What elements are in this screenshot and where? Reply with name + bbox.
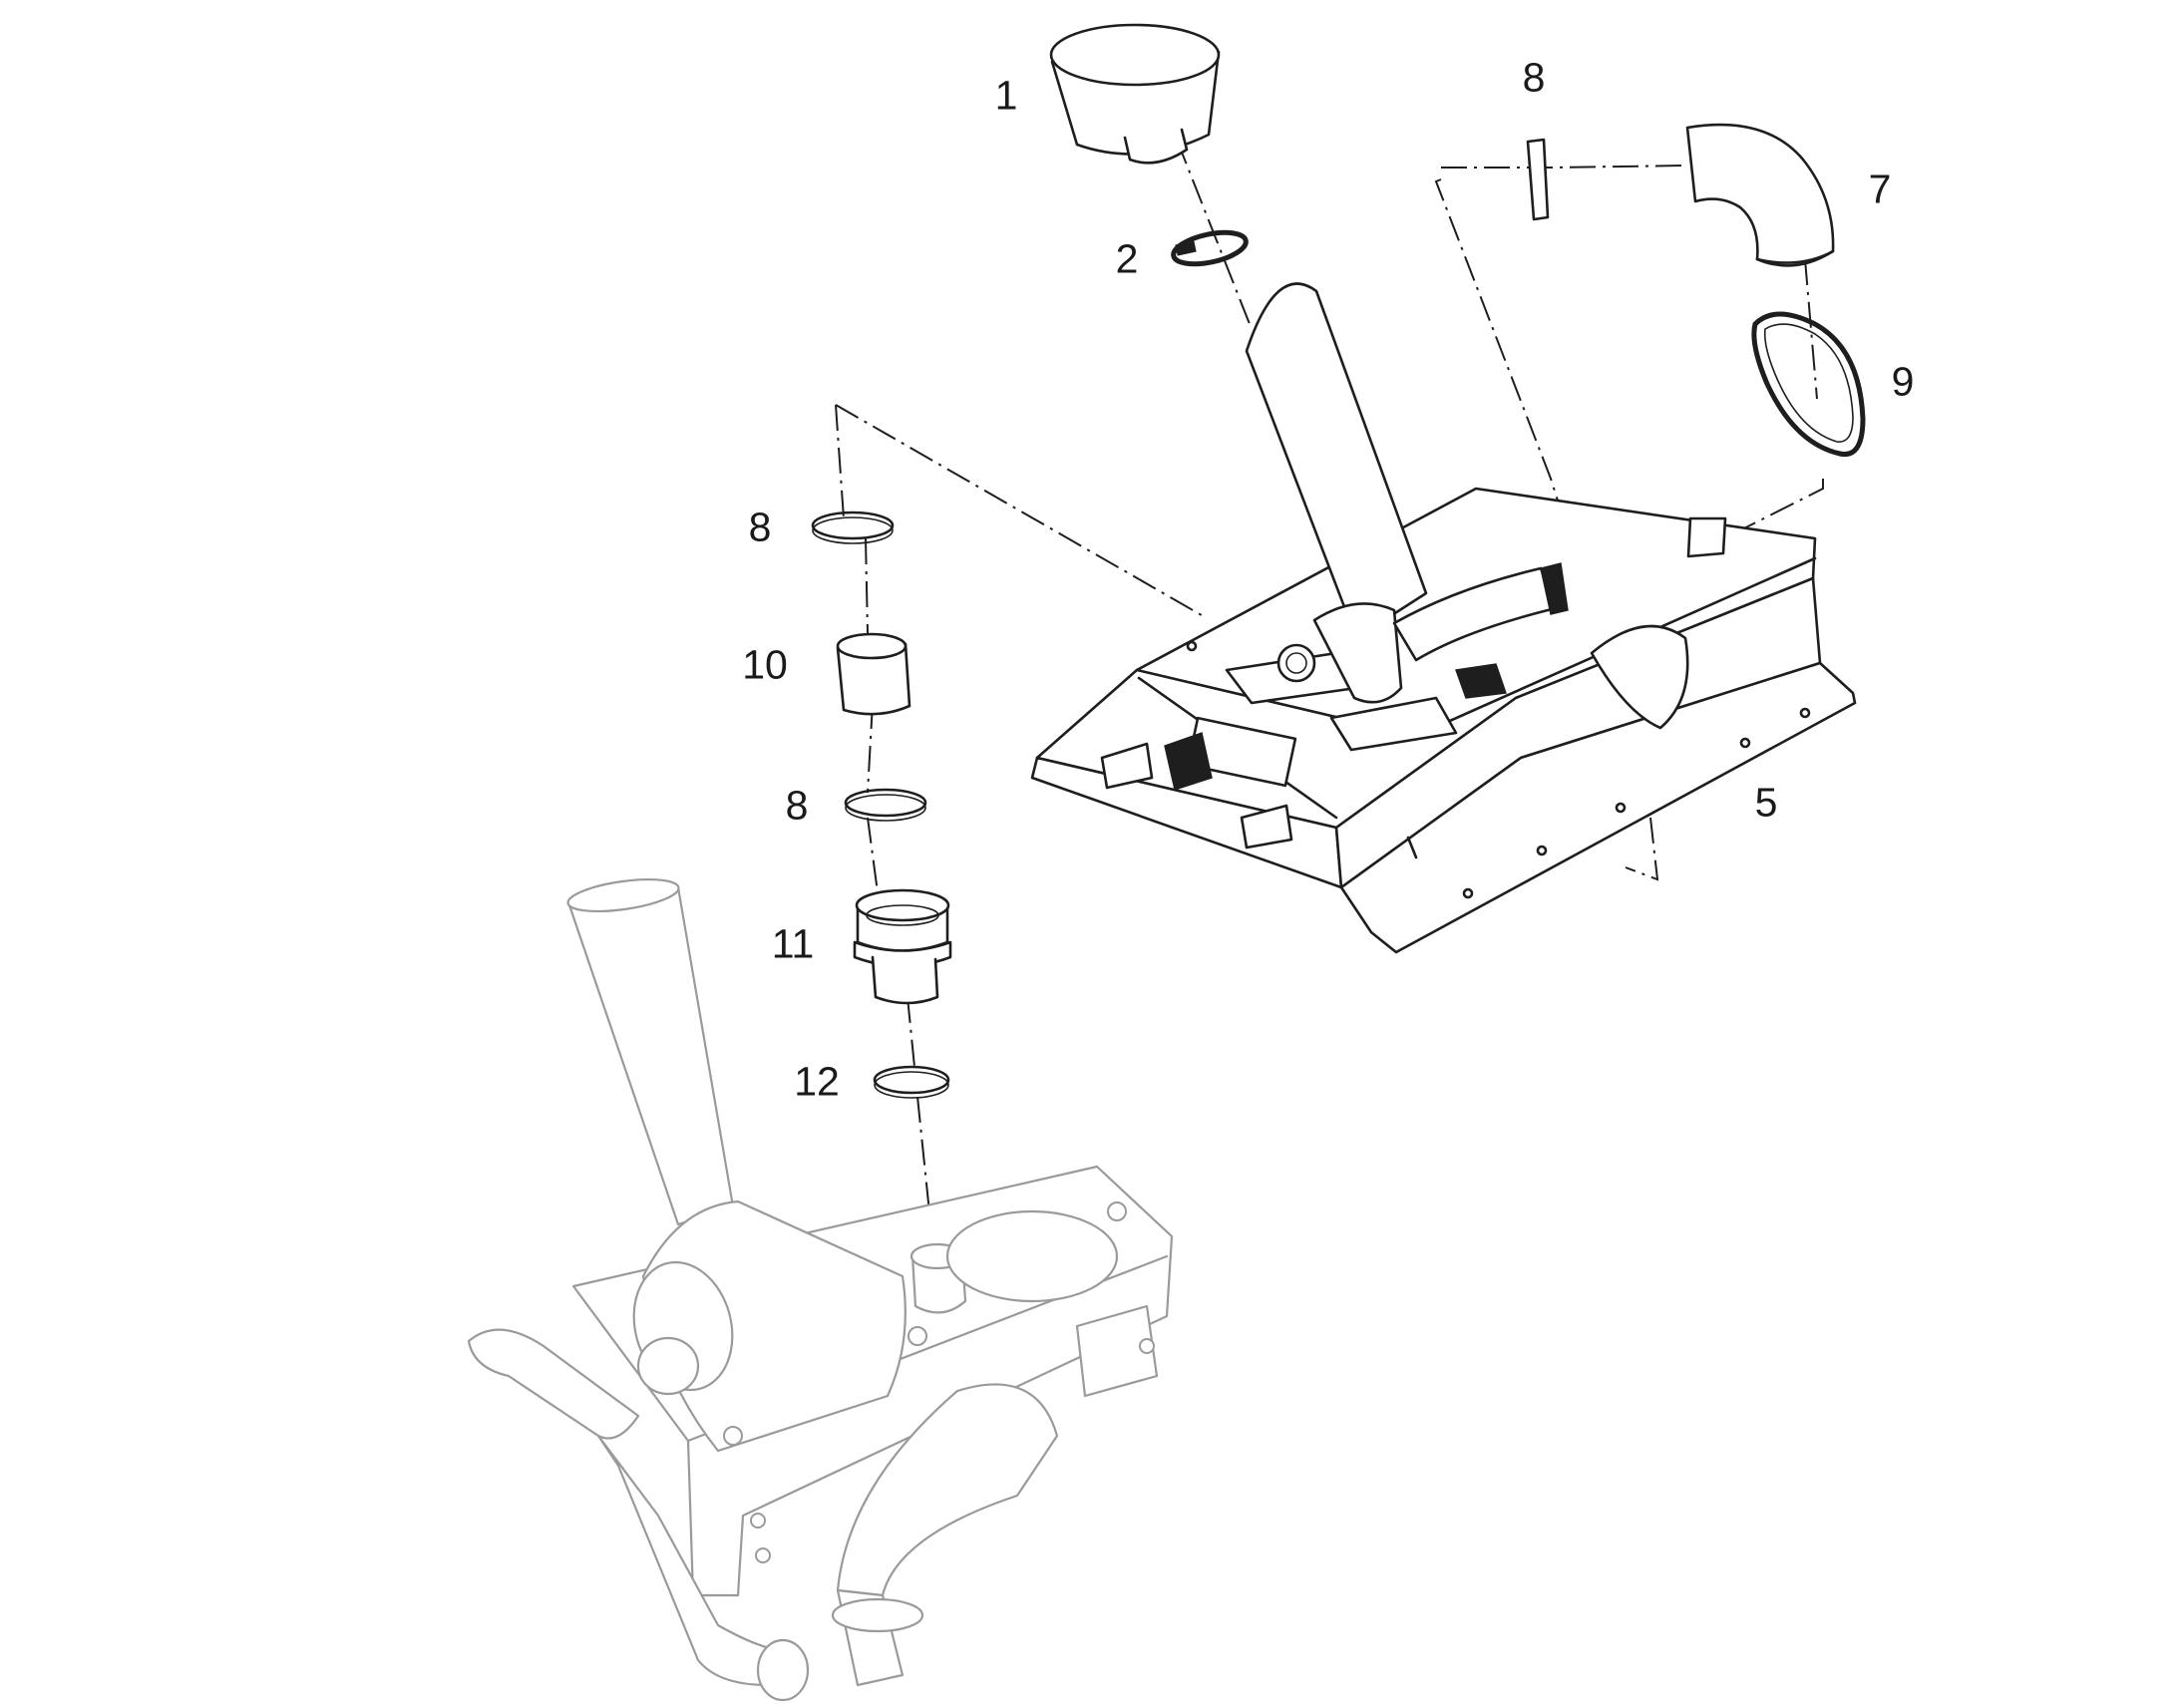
leader-clamp-to-coupling	[865, 537, 869, 634]
leader-coupling-to-clamp	[867, 702, 874, 794]
elbow-body	[1685, 123, 1835, 264]
ghost-turbo-housing	[945, 1209, 1119, 1303]
clamp-12	[873, 1065, 950, 1099]
hood-access-plate	[1329, 696, 1458, 752]
leader-stack-vertical-top	[835, 404, 845, 519]
ghost-exhaust-pipe-top	[566, 877, 680, 913]
ghost-muffler-port	[636, 1336, 700, 1396]
intake-pipe	[1245, 282, 1428, 640]
ghost-left-flange	[756, 1638, 810, 1702]
clamp-ring-inner	[845, 794, 926, 822]
callout-8-middle: 8	[785, 782, 809, 829]
hood-grille-small	[1455, 663, 1507, 699]
ghost-exhaust-pipe	[566, 885, 735, 1226]
ghost-bolt-4	[1139, 1338, 1155, 1354]
hood-vent-grille	[1164, 732, 1213, 791]
ghost-bolt-3	[723, 1426, 743, 1446]
elbow-hose-7	[1685, 123, 1835, 267]
hood-bolt-5	[1615, 802, 1627, 814]
leader-clamp-to-reducer	[867, 817, 879, 893]
cap-neck	[1123, 128, 1189, 165]
callout-5: 5	[1754, 779, 1778, 826]
clamp-ring-outer	[873, 1065, 950, 1095]
air-intake-cap	[1049, 23, 1221, 165]
ghost-lower-hose-clamp	[831, 1597, 924, 1633]
clamp-8-upper	[811, 511, 895, 544]
clamp-screw	[1175, 240, 1197, 256]
ghost-bolt-1	[1107, 1201, 1127, 1221]
hood-exhaust-outlet	[1590, 624, 1689, 730]
hood-bolt-6	[1739, 737, 1751, 749]
callout-12: 12	[794, 1058, 840, 1105]
elbow-end	[1755, 249, 1835, 267]
engine-assembly-ghost	[467, 877, 1174, 1702]
clamp-8-middle	[844, 788, 927, 822]
coupling-hose-10	[836, 632, 911, 716]
reducer-lower	[871, 955, 939, 1005]
hood-tab-right	[1686, 516, 1727, 558]
hood-flange	[1339, 661, 1857, 954]
hood-filler-cap	[1276, 643, 1316, 683]
ghost-lower-hose	[836, 1383, 1059, 1597]
hood-bolt-7	[1799, 707, 1811, 719]
clamp-ring-outer	[811, 511, 895, 540]
callout-10: 10	[742, 641, 788, 688]
hood-duct-filter	[1540, 562, 1569, 615]
gasket-inner	[1763, 323, 1854, 443]
ghost-left-tube	[467, 1328, 640, 1440]
clamp-band	[1171, 229, 1249, 267]
callout-8-upper: 8	[748, 504, 772, 550]
callout-9: 9	[1891, 358, 1915, 405]
hood-bolt-3	[1462, 887, 1474, 899]
gasket-9	[1751, 311, 1866, 458]
ghost-bolt-6	[755, 1547, 771, 1563]
callout-1: 1	[994, 72, 1018, 119]
clamp-edge	[1526, 138, 1550, 221]
hood-filler-cap-inner	[1285, 652, 1307, 674]
gasket-outer	[1751, 311, 1866, 458]
callout-7: 7	[1868, 166, 1892, 212]
clamp-ring-inner	[874, 1071, 949, 1099]
coupling-top	[836, 632, 908, 660]
clamp-ring-inner	[812, 516, 894, 544]
reducer-lip	[866, 904, 939, 926]
leader-clamp8-to-hood	[1434, 178, 1587, 589]
hose-clamp-2	[1171, 229, 1249, 267]
leader-elbow-to-gasket	[1804, 258, 1818, 400]
callout-2: 2	[1115, 235, 1139, 282]
coupling-body	[836, 642, 911, 716]
engine-hood-panel-5	[1030, 282, 1857, 954]
leader-clamp8-to-elbow	[1441, 165, 1686, 169]
ghost-bolt-5	[750, 1513, 766, 1529]
cap-top	[1049, 23, 1221, 87]
reducer-hose-11	[853, 888, 952, 1005]
intake-pipe-base	[1312, 602, 1403, 704]
hood-slot	[1406, 836, 1418, 859]
clamp-8-top	[1526, 138, 1550, 221]
ghost-bolt-2	[908, 1326, 927, 1346]
hood-tab-left	[1100, 742, 1154, 790]
leader-stack-to-hood	[835, 404, 1208, 619]
hood-bolt-1	[1186, 640, 1198, 652]
hood-tab-mid	[1240, 804, 1293, 850]
callout-8-top: 8	[1522, 54, 1546, 101]
callout-11: 11	[771, 920, 815, 967]
hood-bolt-4	[1536, 845, 1548, 856]
clamp-ring-outer	[844, 788, 927, 818]
leader-hood-bottom	[1625, 817, 1659, 881]
leader-reducer-to-clamp12	[907, 996, 915, 1068]
ghost-frame-leg-right	[1075, 1304, 1159, 1398]
